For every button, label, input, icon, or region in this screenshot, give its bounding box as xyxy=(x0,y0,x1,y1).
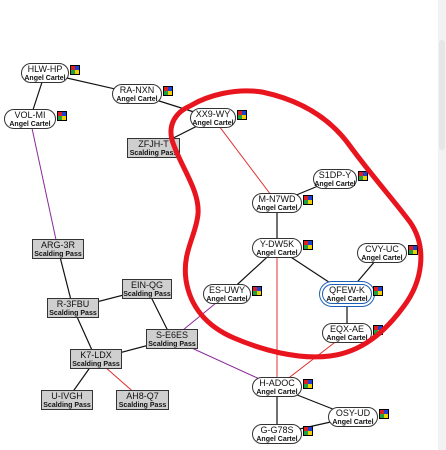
system-name: QFEW-K xyxy=(329,285,365,295)
standings-flag-icon[interactable] xyxy=(358,171,368,181)
system-faction: Angel Cartel xyxy=(256,250,298,257)
system-faction: Scalding Pass xyxy=(43,402,91,409)
standings-flag-icon[interactable] xyxy=(379,409,389,419)
system-name: AH8-Q7 xyxy=(126,391,159,401)
system-faction: Angel Cartel xyxy=(192,120,234,127)
system-faction: Scalding Pass xyxy=(34,251,82,258)
system-faction: Angel Cartel xyxy=(361,255,403,262)
system-name: ES-UWY xyxy=(209,285,245,295)
system-name: G-G78S xyxy=(260,425,294,435)
standings-flag-icon[interactable] xyxy=(408,245,418,255)
standings-flag-icon[interactable] xyxy=(303,426,313,436)
connection-xx9-mn7 xyxy=(212,117,278,204)
system-name: CVY-UC xyxy=(365,244,399,254)
standings-flag-icon[interactable] xyxy=(252,286,262,296)
system-faction: Angel Cartel xyxy=(314,181,356,188)
system-name: RA-NXN xyxy=(119,85,155,95)
system-faction: Scalding Pass xyxy=(148,341,196,348)
system-name: M-N7WD xyxy=(258,194,296,204)
vertical-scrollbar[interactable] xyxy=(438,0,446,450)
system-faction: Angel Cartel xyxy=(206,296,248,303)
system-name: Y-DW5K xyxy=(259,239,295,249)
system-faction: Scalding Pass xyxy=(72,361,120,368)
system-name: OSY-UD xyxy=(335,408,371,418)
system-faction: Angel Cartel xyxy=(256,389,298,396)
system-name: H-ADOC xyxy=(259,378,295,388)
standings-flag-icon[interactable] xyxy=(163,86,173,96)
system-faction: Angel Cartel xyxy=(326,335,368,342)
system-name: XX9-WY xyxy=(195,109,231,119)
standings-flag-icon[interactable] xyxy=(303,240,313,250)
system-name: S-E6ES xyxy=(155,330,188,340)
scrollbar-thumb[interactable] xyxy=(439,40,445,150)
system-name: EIN-QG xyxy=(130,280,163,290)
system-name: R-3FBU xyxy=(56,299,90,309)
system-name: K7-LDX xyxy=(80,350,112,360)
system-faction: Angel Cartel xyxy=(24,75,66,82)
system-faction: Angel Cartel xyxy=(9,121,51,128)
system-name: ARG-3R xyxy=(40,240,75,250)
system-faction: Angel Cartel xyxy=(256,205,298,212)
standings-flag-icon[interactable] xyxy=(57,111,67,121)
system-faction: Scalding Pass xyxy=(49,310,97,317)
standings-flag-icon[interactable] xyxy=(70,65,80,75)
system-name: EQX-AE xyxy=(329,324,364,334)
standings-flag-icon[interactable] xyxy=(237,110,247,120)
system-name: S1DP-Y xyxy=(318,170,352,180)
system-name: HLW-HP xyxy=(27,64,63,74)
system-faction: Angel Cartel xyxy=(326,296,368,303)
connection-vol-arg xyxy=(29,118,59,250)
system-faction: Angel Cartel xyxy=(116,96,158,103)
system-name: ZFJH-T xyxy=(138,139,169,149)
system-faction: Scalding Pass xyxy=(129,150,178,157)
standings-flag-icon[interactable] xyxy=(373,325,383,335)
standings-flag-icon[interactable] xyxy=(303,379,313,389)
system-faction: Angel Cartel xyxy=(332,419,374,426)
system-faction: Scalding Pass xyxy=(118,402,167,409)
system-faction: Scalding Pass xyxy=(123,291,171,298)
standings-flag-icon[interactable] xyxy=(373,286,383,296)
standings-flag-icon[interactable] xyxy=(303,195,313,205)
system-name: U-IVGH xyxy=(51,391,83,401)
system-faction: Angel Cartel xyxy=(256,436,298,443)
system-name: VOL-MI xyxy=(14,110,46,120)
